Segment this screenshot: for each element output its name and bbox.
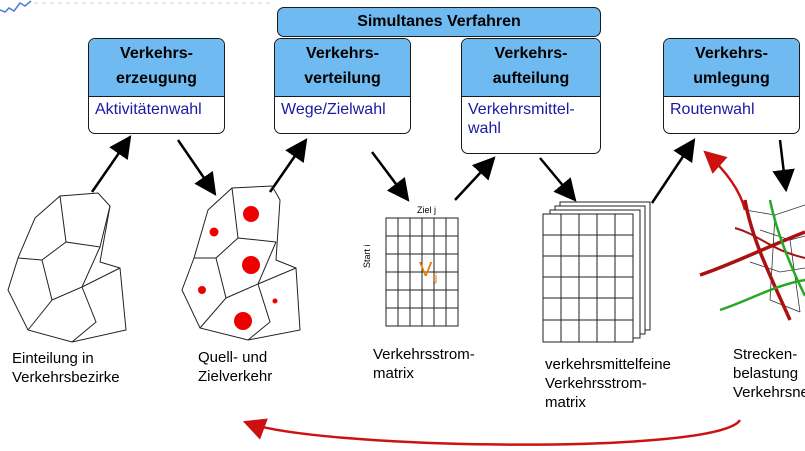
caption-mode-matrix: verkehrsmittelfeine Verkehrsstrom- matri… <box>545 356 671 411</box>
caption-link-loads: Strecken- belastung Verkehrsnet <box>733 346 805 401</box>
stage-traffic-assignment: Verkehrs- umlegung Routenwahl <box>663 38 800 134</box>
caption-od-matrix: Verkehrsstrom- matrix <box>373 346 475 382</box>
zone-map <box>7 192 127 343</box>
matrix-col-label: Ziel j <box>417 205 437 215</box>
simultaneous-procedure-banner: Simultanes Verfahren <box>277 7 601 37</box>
stage-subtitle: Wege/Zielwahl <box>281 101 386 118</box>
caption-origin-destination: Quell- und Zielverkehr <box>198 349 273 385</box>
stage-trip-generation: Verkehrs- erzeugung Aktivitätenwahl <box>88 38 225 134</box>
caption-zones: Einteilung in Verkehrsbezirke <box>12 350 120 386</box>
stage-title: Verkehrs- verteilung <box>275 39 410 97</box>
stage-subtitle: Routenwahl <box>670 101 755 118</box>
stage-title: Verkehrs- aufteilung <box>462 39 600 97</box>
mode-matrix-stack <box>542 201 651 343</box>
feedback-arrow-loop <box>242 418 742 446</box>
stage-subtitle: Verkehrsmittel- wahl <box>468 101 575 137</box>
matrix-row-label: Start i <box>362 244 372 268</box>
arrow-productions-to-distribution <box>268 138 308 193</box>
feedback-arrow-to-routes <box>703 150 747 211</box>
arrow-modesplit-to-modematrix <box>539 157 577 202</box>
arrow-generation-to-productions <box>176 139 217 196</box>
od-matrix-grid <box>385 217 459 327</box>
corner-plot-fragment <box>0 0 32 13</box>
arrow-zones-to-generation <box>90 135 132 193</box>
arrow-modematrix-to-assignment <box>650 138 696 204</box>
arrow-distribution-to-matrix <box>371 151 410 202</box>
network-map <box>699 199 805 321</box>
stage-subtitle: Aktivitätenwahl <box>95 101 202 118</box>
arrow-matrix-to-modesplit <box>454 156 496 201</box>
stage-title: Verkehrs- erzeugung <box>89 39 224 97</box>
stage-title: Verkehrs- umlegung <box>664 39 799 97</box>
stage-trip-distribution: Verkehrs- verteilung Wege/Zielwahl <box>274 38 411 134</box>
stage-mode-choice: Verkehrs- aufteilung Verkehrsmittel- wah… <box>461 38 601 154</box>
arrow-assignment-down <box>772 139 795 193</box>
production-map <box>181 185 301 341</box>
matrix-cell-label: Vij <box>419 259 438 284</box>
